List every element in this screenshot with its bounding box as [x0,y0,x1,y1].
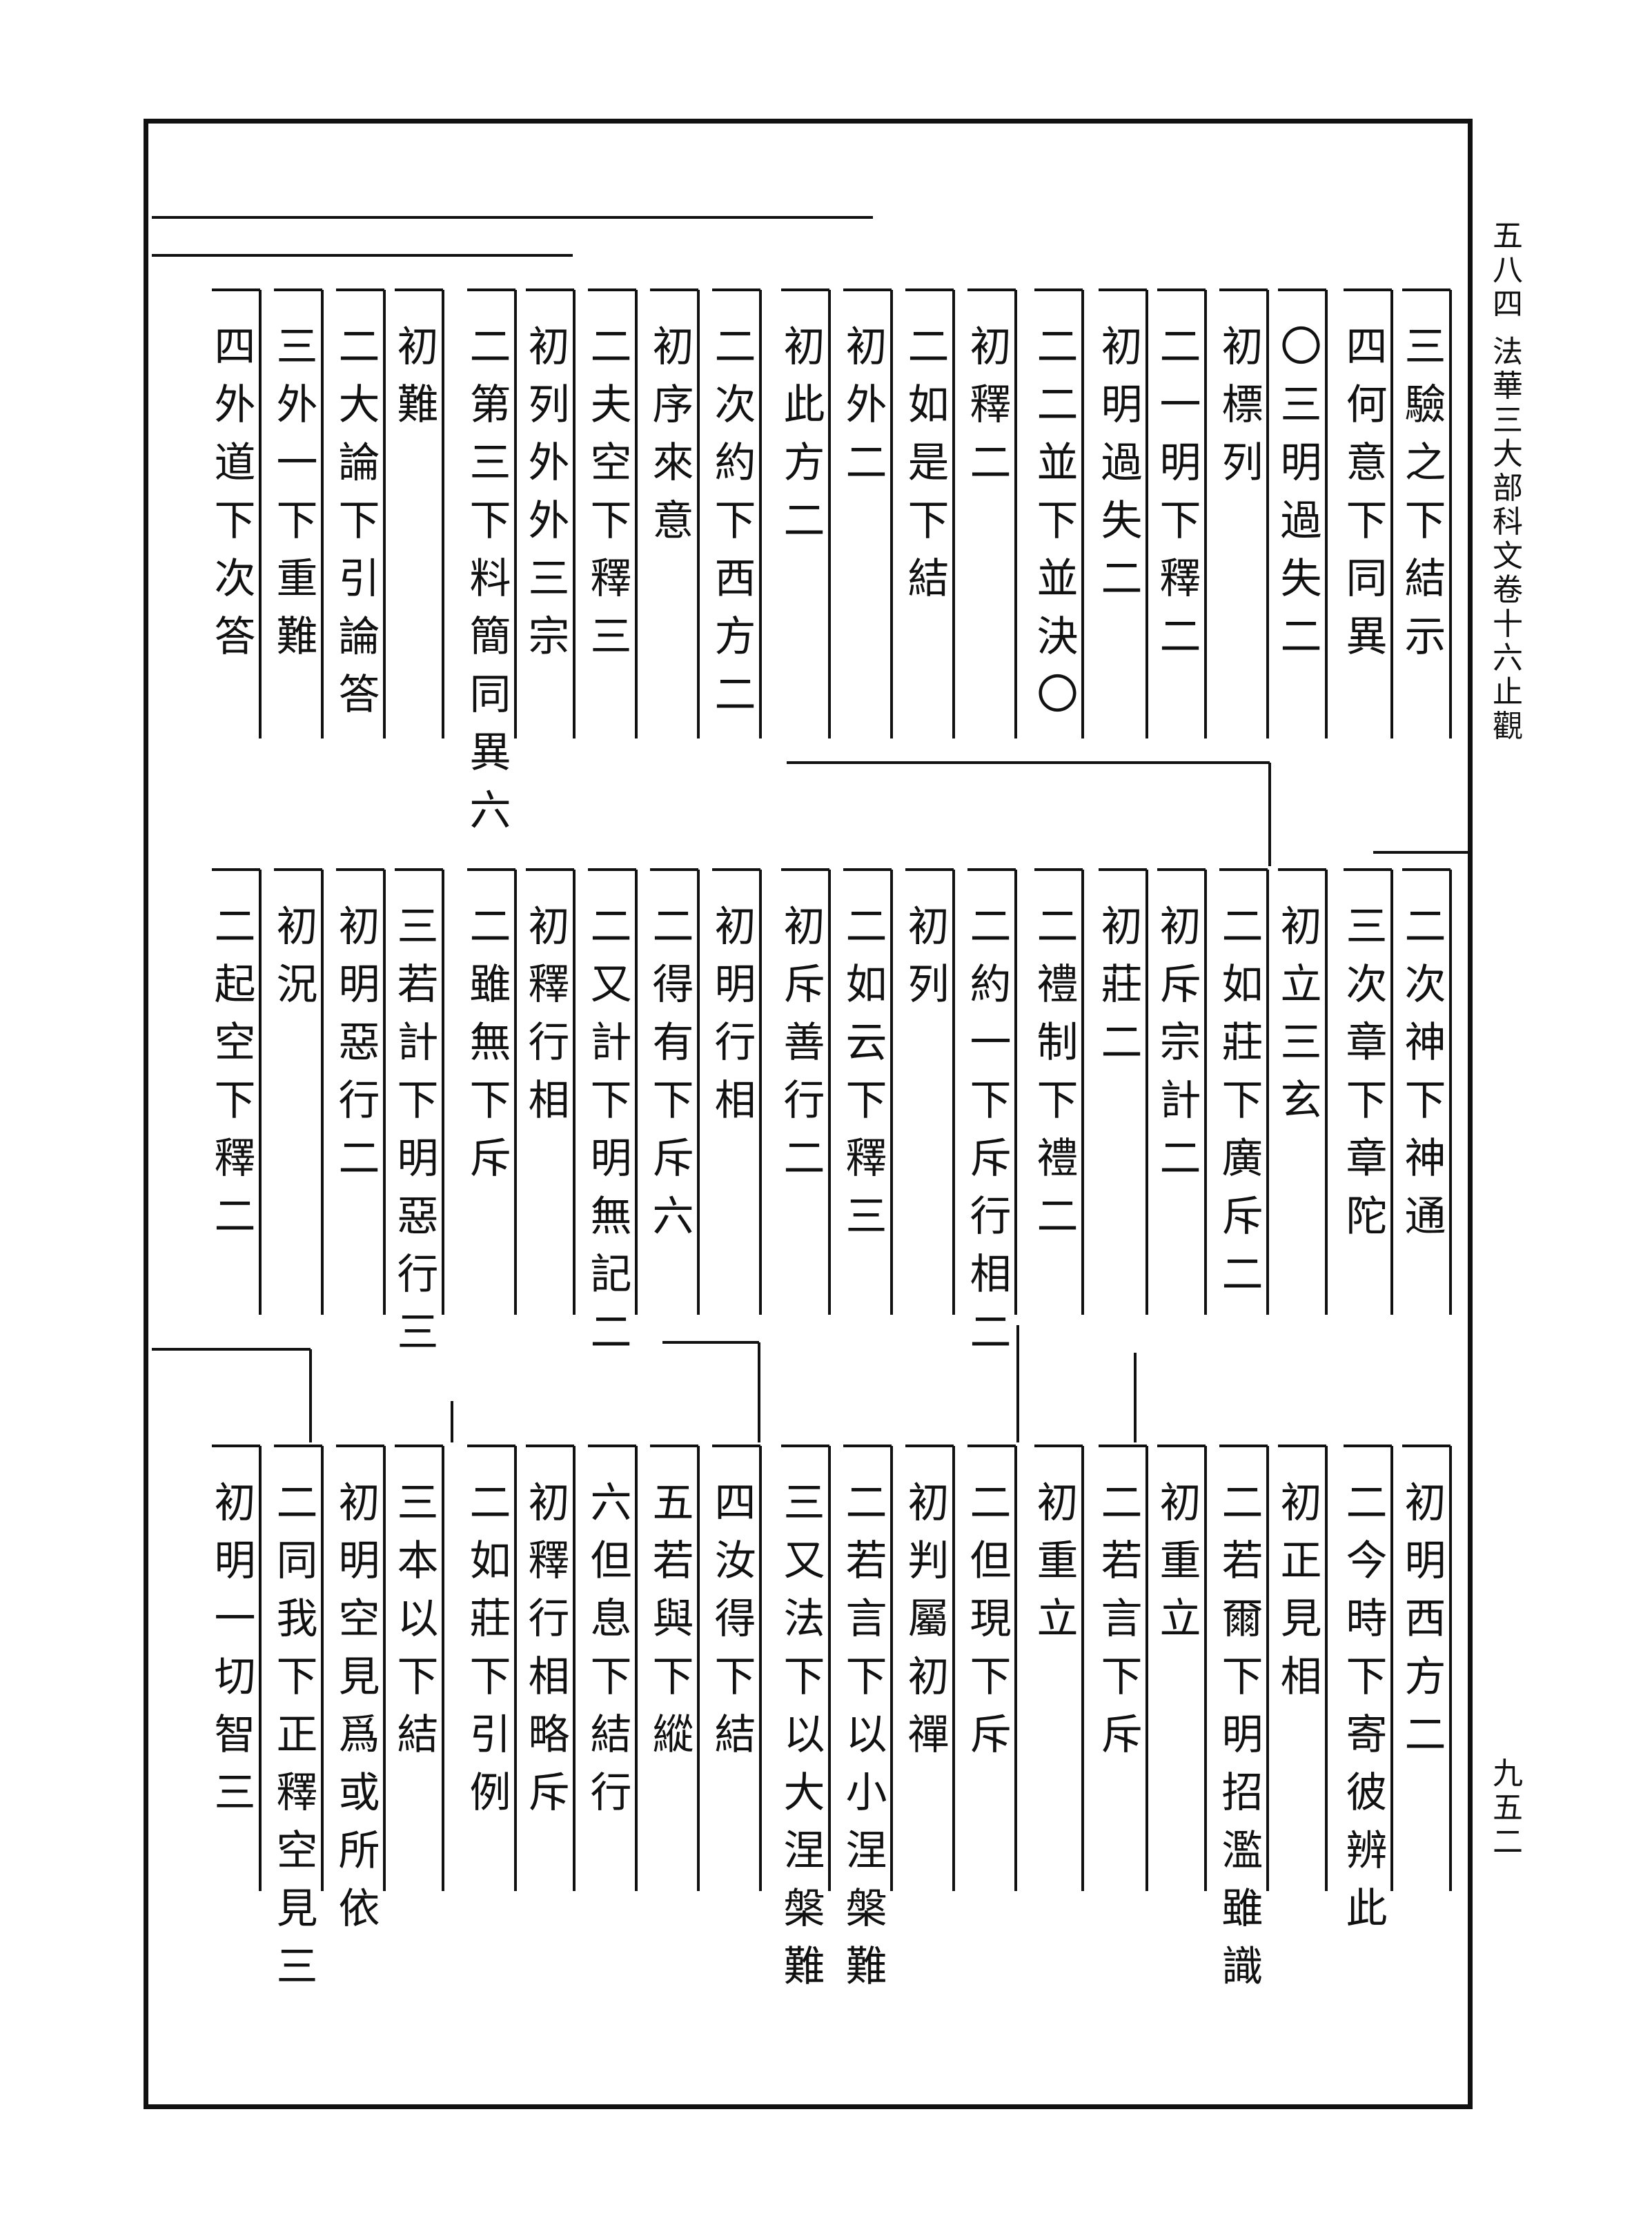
tier-2-entry: 二起空下釋二 [207,904,255,1252]
tier-1-entry: 二大論下引論答 [331,324,380,730]
tier-1-entry: 初難 [390,324,438,440]
tier-1-entry: 初標列 [1215,324,1263,498]
book-title: 法華三大部科文卷十六止觀 [1487,335,1522,744]
page-border [144,119,1473,2109]
tier-2-entry: 二得有下斥六 [645,904,694,1252]
tier-1-entry: 四外道下次答 [207,324,255,672]
tier-3-entry: 初明西方二 [1397,1480,1446,1770]
tier-3-entry: 五若與下縱 [645,1480,694,1770]
tier-3-entry: 初重立 [1152,1480,1201,1654]
tier-1-entry: 二夫空下釋三 [583,324,631,672]
volume-page-number: 五八四 [1487,219,1522,322]
tier-2-entry: 初列 [901,904,949,1020]
tier-3-entry: 二若言下以小涅槃難 [838,1480,887,2002]
tier-3-entry: 初明一切智三 [207,1480,255,1828]
tier-2-entry: 二如云下釋三 [838,904,887,1252]
tier-2-entry: 初釋行相 [521,904,569,1136]
tier-3-entry: 二如莊下引例 [462,1480,511,1828]
tier-1-entry: 初此方二 [776,324,825,556]
tier-1-entry: 二次約下西方二 [707,324,756,730]
tier-3-entry: 二若爾下明招濫雖識 [1215,1480,1263,2002]
tier-1-entry: 三外一下重難 [269,324,317,672]
tier-3-entry: 二若言下斥 [1094,1480,1142,1770]
tier-1-entry: 二一明下釋二 [1152,324,1201,672]
tier-3-entry: 二但現下斥 [963,1480,1011,1770]
tier-2-entry: 二約一下斥行相二 [963,904,1011,1368]
tier-2-entry: 二禮制下禮二 [1030,904,1078,1252]
tier-2-entry: 初立三玄 [1273,904,1321,1136]
tier-2-entry: 二又計下明無記二 [583,904,631,1368]
tier-2-entry: 初斥宗計二 [1152,904,1201,1194]
tier-1-entry: 二二並下並決〇 [1030,324,1078,730]
tier-2-entry: 二雖無下斥 [462,904,511,1194]
tier-1-entry: 〇三明過失二 [1273,324,1321,672]
tier-2-entry: 初明惡行二 [331,904,380,1194]
tier-2-entry: 三若計下明惡行三 [390,904,438,1368]
tier-3-entry: 初正見相 [1273,1480,1321,1712]
tier-1-entry: 四何意下同異 [1339,324,1387,672]
tier-3-entry: 初釋行相略斥 [521,1480,569,1828]
tier-1-entry: 初外二 [838,324,887,498]
tier-3-entry: 二同我下正釋空見三 [269,1480,317,2002]
tier-3-entry: 三又法下以大涅槃難 [776,1480,825,2002]
tier-3-entry: 二今時下寄彼辨此 [1339,1480,1387,1944]
tier-2-entry: 三次章下章陀 [1339,904,1387,1252]
tier-1-entry: 初列外外三宗 [521,324,569,672]
tier-3-entry: 三本以下結 [390,1480,438,1770]
tier-1-entry: 初釋二 [963,324,1011,498]
tier-3-entry: 六但息下結行 [583,1480,631,1828]
tier-1-entry: 二如是下結 [901,324,949,614]
tier-1-entry: 三驗之下結示 [1397,324,1446,672]
tier-3-entry: 初判屬初禪 [901,1480,949,1770]
tier-2-entry: 初況 [269,904,317,1020]
tier-1-entry: 二第三下料簡同異六 [462,324,511,846]
tier-2-entry: 二次神下神通 [1397,904,1446,1252]
tier-3-entry: 初重立 [1030,1480,1078,1654]
tier-2-entry: 二如莊下廣斥二 [1215,904,1263,1310]
tier-2-entry: 初莊二 [1094,904,1142,1078]
tier-3-entry: 初明空見爲或所依 [331,1480,380,1944]
tier-1-entry: 初序來意 [645,324,694,556]
tier-1-entry: 初明過失二 [1094,324,1142,614]
tier-2-entry: 初斥善行二 [776,904,825,1194]
tier-2-entry: 初明行相 [707,904,756,1136]
tier-3-entry: 四汝得下結 [707,1480,756,1770]
page-number: 九五二 [1487,1757,1522,1859]
